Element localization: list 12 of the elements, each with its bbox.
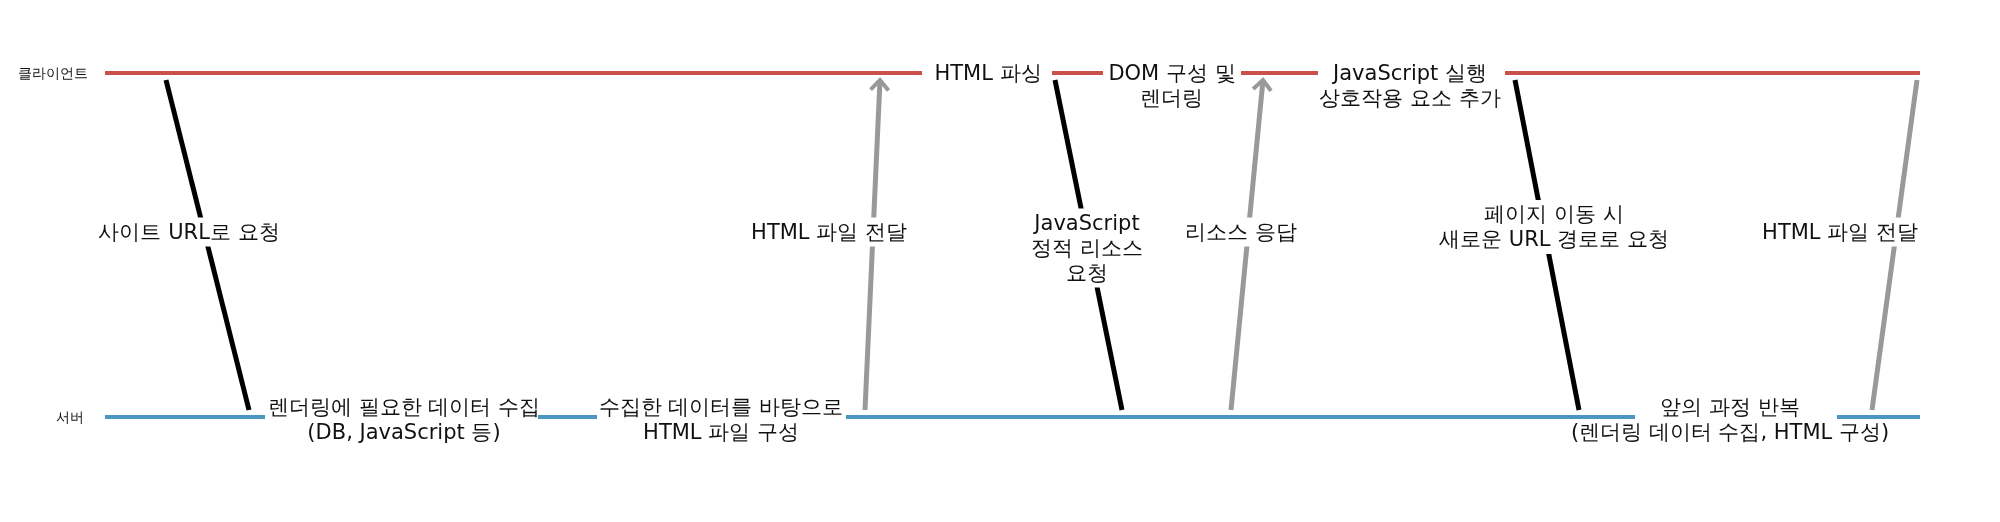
lane-label: 서버 [56, 410, 84, 424]
step-label: 앞의 과정 반복 (렌더링 데이터 수집, HTML 구성) [1570, 395, 1890, 445]
step-label: HTML 파싱 [934, 60, 1042, 86]
connector-line [163, 79, 252, 411]
step-label: 렌더링에 필요한 데이터 수집 (DB, JavaScript 등) [268, 395, 540, 445]
connector-line [1869, 79, 1920, 411]
lane-label: 클라이언트 [18, 66, 88, 80]
step-label: DOM 구성 및 렌더링 [1108, 61, 1236, 111]
step-label: JavaScript 실행 상호작용 요소 추가 [1319, 61, 1501, 111]
arrow [1228, 78, 1273, 411]
step-label: 수집한 데이터를 바탕으로 HTML 파일 구성 [598, 395, 844, 445]
arrow [862, 78, 891, 411]
